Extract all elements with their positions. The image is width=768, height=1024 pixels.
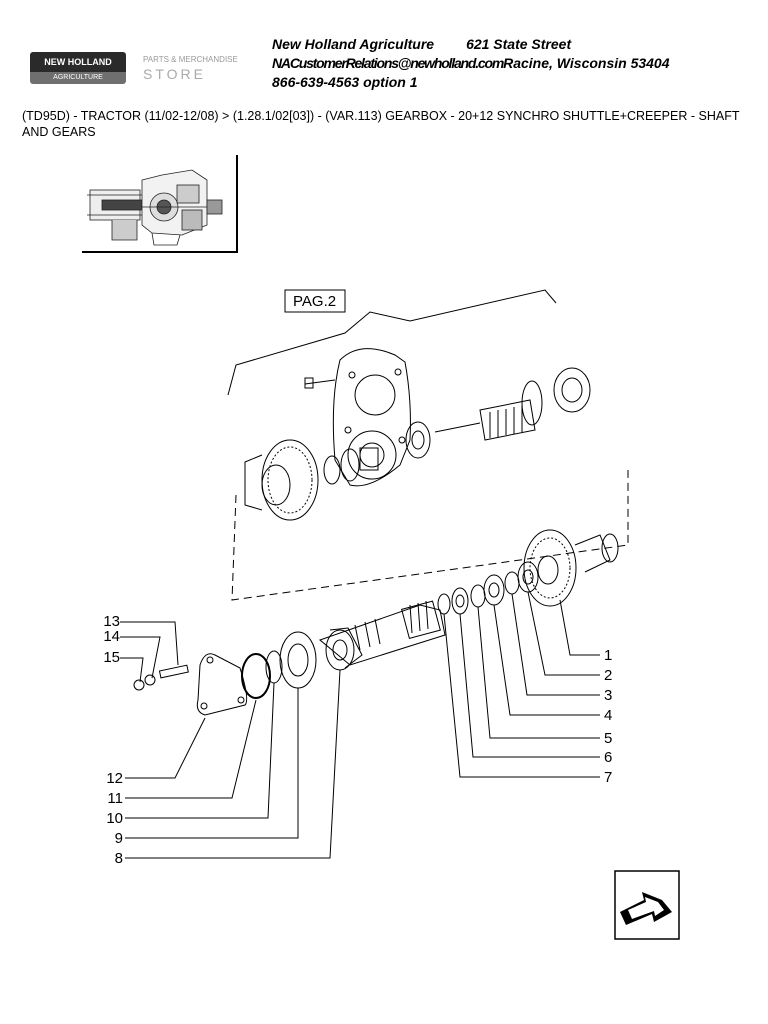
exploded-parts-diagram: PAG.2 1 2 3 4 5 6 7 13 14 15 12 11 10 9 … bbox=[103, 289, 629, 867]
callout-10: 10 bbox=[106, 810, 123, 827]
callout-9: 9 bbox=[115, 830, 123, 847]
email-link[interactable]: NACustomerRelations@newholland.com bbox=[272, 55, 504, 71]
logo-sub-text: AGRICULTURE bbox=[30, 72, 126, 84]
callout-5: 5 bbox=[604, 730, 612, 747]
assembly-thumbnail-icon bbox=[82, 155, 238, 253]
callout-13: 13 bbox=[103, 613, 120, 630]
next-arrow-icon[interactable] bbox=[614, 870, 680, 940]
city-address: Racine, Wisconsin 53404 bbox=[503, 55, 670, 71]
callout-1: 1 bbox=[604, 647, 612, 664]
store-word: STORE bbox=[143, 66, 206, 82]
callout-8: 8 bbox=[115, 850, 123, 867]
callout-15: 15 bbox=[103, 649, 120, 666]
company-name: New Holland Agriculture bbox=[272, 36, 435, 52]
header-line-2: NACustomerRelations@newholland.comRacine… bbox=[272, 55, 670, 71]
logo-brand-text: NEW HOLLAND bbox=[30, 52, 126, 72]
page-reference-box[interactable] bbox=[284, 289, 346, 313]
callout-7: 7 bbox=[604, 769, 612, 786]
callout-11: 11 bbox=[107, 790, 123, 807]
callout-14: 14 bbox=[103, 628, 120, 645]
callout-3: 3 bbox=[604, 687, 612, 704]
breadcrumb: (TD95D) - TRACTOR (11/02-12/08) > (1.28.… bbox=[22, 109, 740, 139]
header-line-1: New Holland Agriculture 621 State Street bbox=[272, 36, 571, 52]
new-holland-logo-icon: NEW HOLLAND AGRICULTURE bbox=[30, 52, 126, 84]
callout-6: 6 bbox=[604, 749, 612, 766]
street-address: 621 State Street bbox=[466, 36, 572, 52]
phone-number: 866-639-4563 option 1 bbox=[272, 74, 418, 90]
page-reference-label[interactable]: PAG.2 bbox=[293, 293, 336, 310]
store-label: PARTS & MERCHANDISE bbox=[143, 55, 238, 64]
callout-2: 2 bbox=[604, 667, 612, 684]
callout-4: 4 bbox=[604, 707, 612, 724]
callout-12: 12 bbox=[106, 770, 123, 787]
